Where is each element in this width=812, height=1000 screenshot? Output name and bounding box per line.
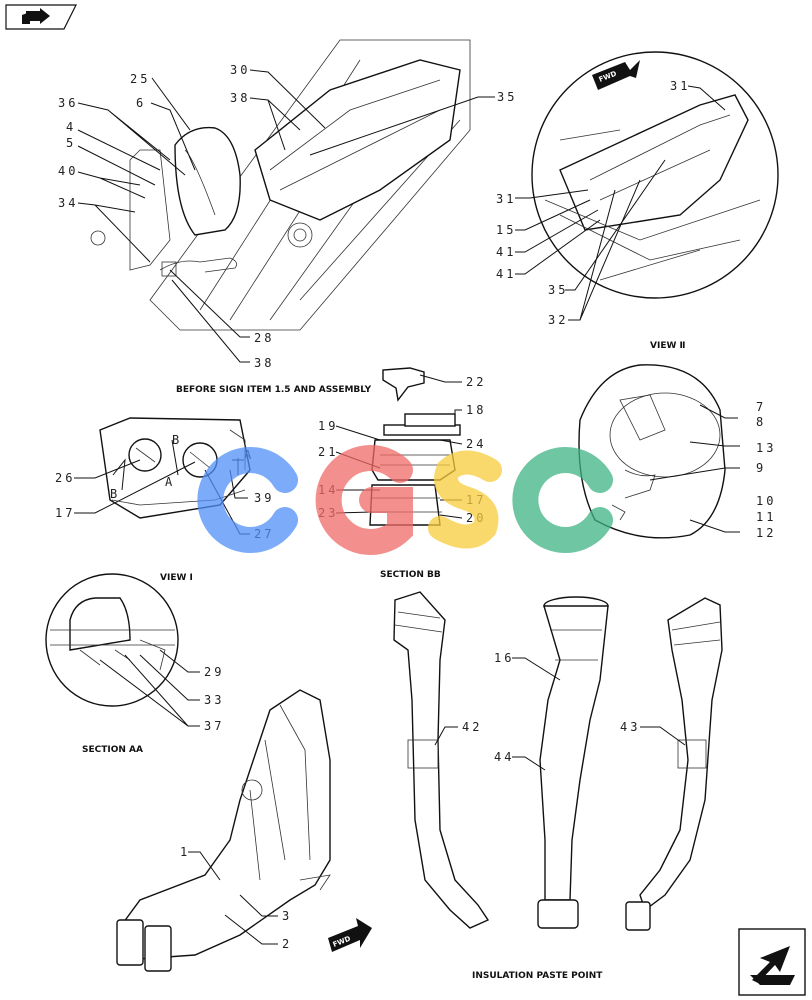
callout-38-bottom[interactable]: 38 (254, 356, 274, 370)
callout-9[interactable]: 9 (756, 461, 766, 475)
caption-section-aa: SECTION AA (82, 745, 143, 755)
callout-18[interactable]: 18 (466, 403, 486, 417)
watermark-letter-c1 (197, 447, 298, 553)
watermark-letter-s (428, 450, 502, 549)
callout-15[interactable]: 15 (496, 223, 516, 237)
callout-6[interactable]: 6 (136, 96, 146, 110)
callout-17-view[interactable]: 17 (55, 506, 75, 520)
duct-center-view (537, 596, 609, 929)
dome-cover-part (578, 364, 726, 539)
callout-42[interactable]: 42 (462, 720, 482, 734)
callout-41-a[interactable]: 41 (496, 245, 516, 259)
section-letter-b1: B (110, 487, 120, 501)
callout-31-top[interactable]: 31 (670, 79, 690, 93)
lower-duct-assembly (116, 689, 331, 972)
section-letter-b2: B (172, 433, 182, 447)
caption-view-i: VIEW Ⅰ (160, 573, 193, 583)
callout-41-b[interactable]: 41 (496, 267, 516, 281)
caption-before-sign: BEFORE SIGN ITEM 1.5 AND ASSEMBLY (176, 385, 372, 395)
callout-34[interactable]: 34 (58, 196, 78, 210)
duct-right-view (625, 597, 723, 931)
callout-38-top[interactable]: 38 (230, 91, 250, 105)
duct-left-view (393, 591, 490, 929)
caption-view-ii: VIEW Ⅱ (650, 341, 686, 351)
callout-13[interactable]: 13 (756, 441, 776, 455)
callout-19[interactable]: 19 (318, 419, 338, 433)
callout-26[interactable]: 26 (55, 471, 75, 485)
callout-43[interactable]: 43 (620, 720, 640, 734)
callout-30[interactable]: 30 (230, 63, 250, 77)
callout-31[interactable]: 31 (496, 192, 516, 206)
callout-35-top[interactable]: 35 (497, 90, 517, 104)
callout-25[interactable]: 25 (130, 72, 150, 86)
callout-22[interactable]: 22 (466, 375, 486, 389)
next-nav-button[interactable] (738, 928, 806, 996)
callout-39[interactable]: 39 (254, 491, 274, 505)
fwd-badge-bottom: FWD (328, 918, 372, 952)
callout-10[interactable]: 10 (756, 494, 776, 508)
callout-40[interactable]: 40 (58, 164, 78, 178)
caption-section-bb: SECTION BB (380, 570, 441, 580)
callout-1[interactable]: 1 (180, 845, 190, 859)
section-aa-detail (45, 573, 179, 707)
callout-5[interactable]: 5 (66, 136, 76, 150)
callout-33[interactable]: 33 (204, 693, 224, 707)
section-letter-a1: A (165, 475, 175, 489)
fwd-badge-top: FWD (592, 60, 640, 90)
callout-12[interactable]: 12 (756, 526, 776, 540)
caption-insulation: INSULATION PASTE POINT (472, 971, 603, 981)
callout-21[interactable]: 21 (318, 445, 338, 459)
callout-8[interactable]: 8 (756, 415, 766, 429)
arrow-left-icon (750, 946, 795, 985)
callout-24[interactable]: 24 (466, 437, 486, 451)
watermark (197, 445, 613, 555)
back-nav-button[interactable] (5, 4, 77, 30)
callout-28[interactable]: 28 (254, 331, 274, 345)
callout-7[interactable]: 7 (756, 400, 766, 414)
callout-3[interactable]: 3 (282, 909, 292, 923)
upper-frame-assembly (90, 39, 471, 331)
callout-29[interactable]: 29 (204, 665, 224, 679)
callout-37[interactable]: 37 (204, 719, 224, 733)
watermark-letter-g (315, 445, 413, 555)
callout-35-right[interactable]: 35 (548, 283, 568, 297)
callout-36[interactable]: 36 (58, 96, 78, 110)
watermark-letter-c2 (512, 447, 613, 553)
arrow-right-icon (22, 8, 50, 24)
callout-32[interactable]: 32 (548, 313, 568, 327)
callout-44[interactable]: 44 (494, 750, 514, 764)
captions: BEFORE SIGN ITEM 1.5 AND ASSEMBLY VIEW Ⅱ… (82, 341, 686, 981)
callout-11[interactable]: 11 (756, 510, 776, 524)
callout-2[interactable]: 2 (282, 937, 292, 951)
callout-4[interactable]: 4 (66, 120, 76, 134)
callout-16[interactable]: 16 (494, 651, 514, 665)
